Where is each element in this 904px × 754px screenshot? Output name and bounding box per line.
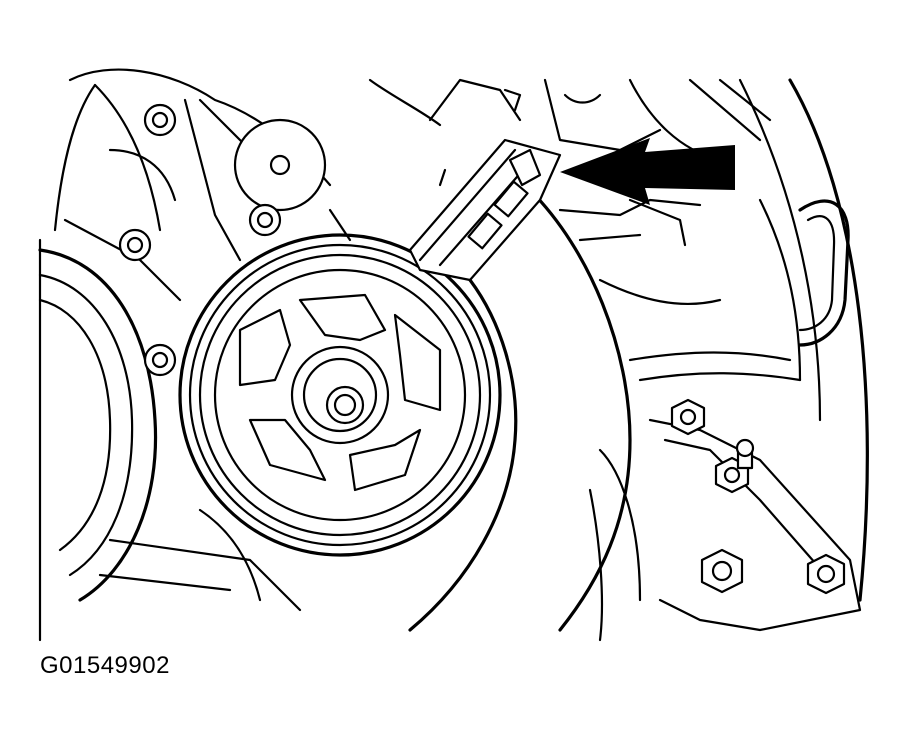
bolt-icon (118, 228, 152, 262)
bolt-icon (143, 343, 177, 377)
drive-belt (408, 188, 632, 632)
belt-clip (408, 138, 562, 282)
crankshaft-pulley-partial (38, 248, 158, 602)
callout-arrow-icon (560, 138, 735, 205)
upper-right-components (328, 78, 802, 382)
right-housing-arc (738, 78, 869, 602)
housing-bolts (118, 103, 282, 377)
main-pulley (178, 233, 502, 557)
figure-id-label: G01549902 (40, 652, 170, 679)
coolant-pipe (798, 199, 850, 347)
bolt-icon (143, 103, 177, 137)
mount-bracket (588, 398, 862, 642)
round-cap (233, 118, 327, 212)
bolt-icon (700, 548, 744, 594)
stud-icon (735, 438, 755, 470)
bolt-icon (670, 398, 706, 436)
bolt-icon (806, 553, 846, 595)
bolt-icon (248, 203, 282, 237)
